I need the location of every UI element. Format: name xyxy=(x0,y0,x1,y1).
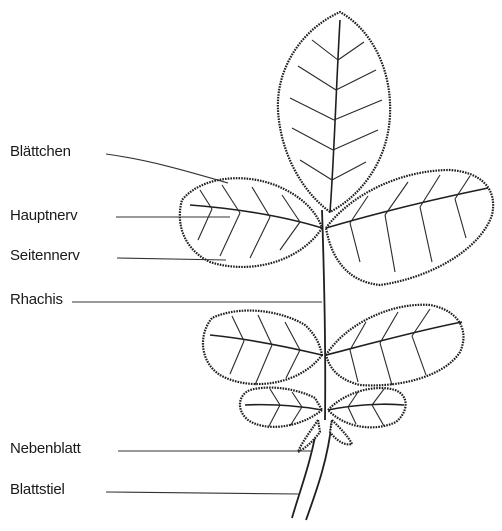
label-rachis: Rhachis xyxy=(10,291,63,308)
label-side-vein: Seitennerv xyxy=(10,247,80,264)
label-petiole: Blattstiel xyxy=(10,481,65,498)
stipule-right xyxy=(330,420,352,444)
label-leaflet: Blättchen xyxy=(10,143,71,160)
pointer-leaflet xyxy=(106,154,228,183)
terminal-leaflet xyxy=(278,12,390,212)
rachis-line xyxy=(322,210,325,420)
middle-left-leaflet xyxy=(203,311,322,385)
label-main-vein: Hauptnerv xyxy=(10,207,77,224)
label-stipule: Nebenblatt xyxy=(10,440,81,457)
pointer-petiole xyxy=(106,492,300,494)
stipule-left xyxy=(298,420,320,452)
